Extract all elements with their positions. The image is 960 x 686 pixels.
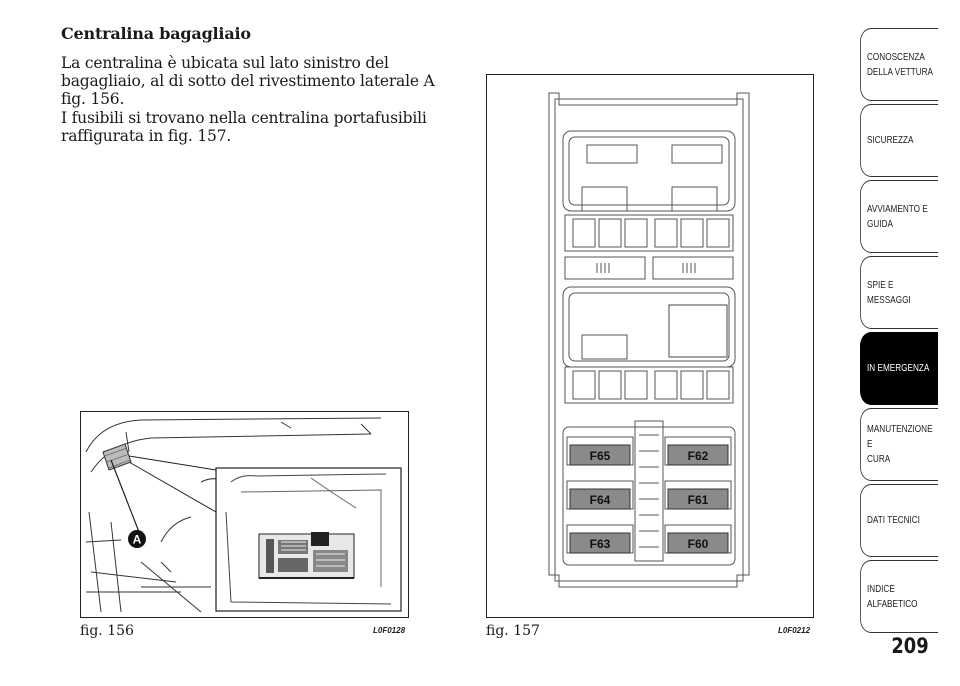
tab-label: DATI TECNICI xyxy=(867,514,920,526)
marker-a-label: A xyxy=(133,533,142,547)
tab-sicurezza[interactable]: SICUREZZA xyxy=(860,104,938,177)
fuse-f64: F64 xyxy=(569,488,631,510)
fuse-f60: F60 xyxy=(667,532,729,554)
tab-dati-tecnici[interactable]: DATI TECNICI xyxy=(860,484,938,557)
tab-avviamento-e-guida[interactable]: AVVIAMENTO E GUIDA xyxy=(860,180,938,253)
tab-label: SPIE E MESSAGGI xyxy=(867,278,911,306)
panel-a-hatch xyxy=(102,443,132,471)
fuse-f61: F61 xyxy=(667,488,729,510)
figure-156-code: L0F0128 xyxy=(373,626,406,635)
fuse-f61-label: F61 xyxy=(688,493,709,507)
section-heading: Centralina bagagliaio xyxy=(61,24,251,43)
tab-label: AVVIAMENTO E GUIDA xyxy=(867,202,928,230)
tab-conoscenza-della-vettura[interactable]: CONOSCENZA DELLA VETTURA xyxy=(860,28,938,101)
fuse-box-drawing: F65 F62 F64 F61 F63 xyxy=(548,92,750,588)
fuse-f60-label: F60 xyxy=(688,537,709,551)
figure-157-code: L0F0212 xyxy=(778,626,811,635)
fuse-f64-label: F64 xyxy=(590,493,611,507)
figure-156-illustration: A xyxy=(80,411,409,618)
figure-156-caption: fig. 156 xyxy=(80,623,134,639)
tab-label: INDICE ALFABETICO xyxy=(867,582,918,610)
fuse-f65: F65 xyxy=(569,444,631,466)
inset-detail xyxy=(215,467,402,612)
tab-label: MANUTENZIONE E CURA xyxy=(867,423,933,465)
tab-in-emergenza[interactable]: IN EMERGENZA xyxy=(860,332,938,405)
tab-label: IN EMERGENZA xyxy=(867,362,930,374)
figure-157-fuse-box: F65 F62 F64 F61 F63 xyxy=(486,74,814,618)
luggage-compartment-drawing: A xyxy=(85,417,402,613)
tab-label: CONOSCENZA DELLA VETTURA xyxy=(867,50,934,78)
fuse-f62: F62 xyxy=(667,444,729,466)
fuse-f63: F63 xyxy=(569,532,631,554)
fuse-f65-label: F65 xyxy=(590,449,611,463)
tab-manutenzione-e-cura[interactable]: MANUTENZIONE E CURA xyxy=(860,408,938,481)
figure-157-caption: fig. 157 xyxy=(486,623,540,639)
fuse-f63-label: F63 xyxy=(590,537,611,551)
page-number: 209 xyxy=(891,634,929,658)
marker-a: A xyxy=(128,530,146,548)
fuse-f62-label: F62 xyxy=(688,449,709,463)
tab-spie-e-messaggi[interactable]: SPIE E MESSAGGI xyxy=(860,256,938,329)
paragraph-fuses: I fusibili si trovano nella centralina p… xyxy=(61,109,427,145)
tab-label: SICUREZZA xyxy=(867,134,914,146)
tab-indice-alfabetico[interactable]: INDICE ALFABETICO xyxy=(860,560,938,633)
paragraph-location: La centralina è ubicata sul lato sinistr… xyxy=(61,54,435,108)
